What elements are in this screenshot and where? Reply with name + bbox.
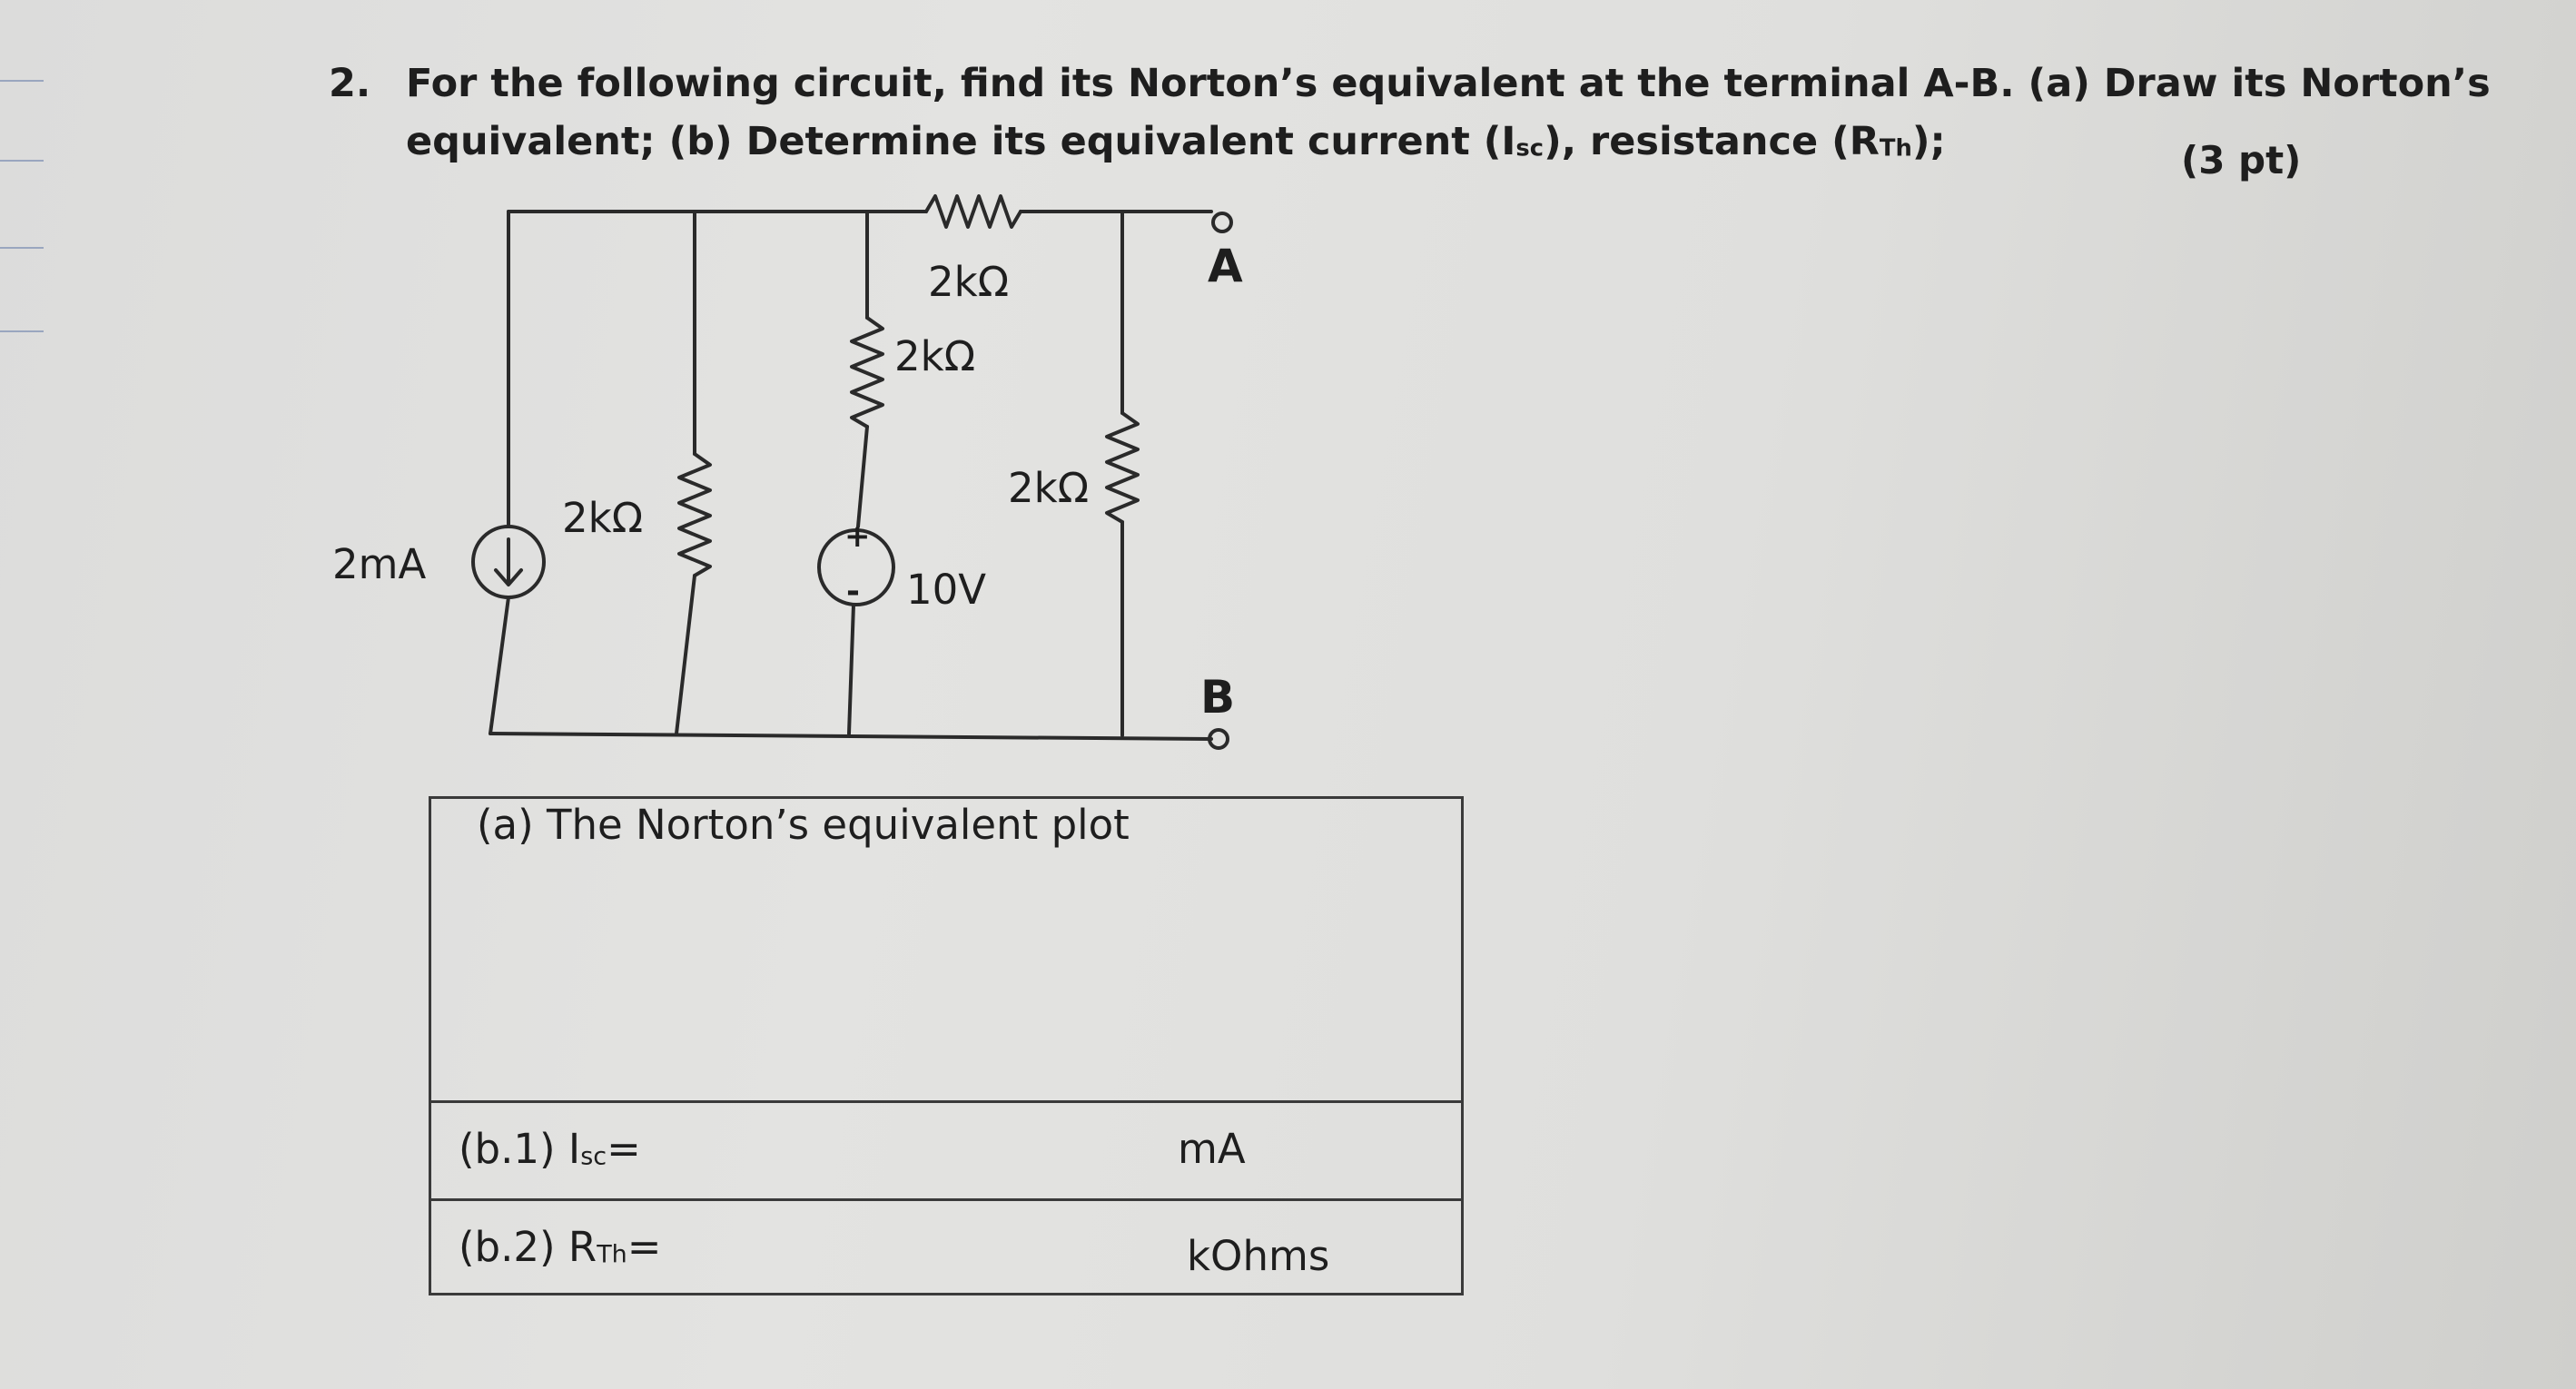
question-number: 2. — [329, 61, 371, 106]
rth-unit: kOhms — [1187, 1232, 1330, 1280]
rth-label: (b.2) RTh= — [459, 1223, 662, 1271]
wire-bottom — [489, 732, 1213, 741]
rth-answer-row[interactable]: (b.2) RTh= kOhms — [431, 1201, 1461, 1299]
binder-rule-line — [0, 247, 44, 249]
isc-answer-row[interactable]: (b.1) Isc= mA — [431, 1103, 1461, 1201]
isc-label: (b.1) Isc= — [459, 1125, 641, 1173]
resistor-top-zigzag — [924, 194, 1022, 229]
answer-table: (a) The Norton’s equivalent plot (b.1) I… — [429, 796, 1464, 1295]
voltage-minus-sign: - — [846, 573, 860, 610]
isc-unit: mA — [1178, 1125, 1246, 1173]
plot-title: (a) The Norton’s equivalent plot — [477, 801, 1130, 849]
terminal-b-label: B — [1200, 671, 1235, 724]
series-resistor-label: 2kΩ — [894, 332, 975, 380]
binder-rule-line — [0, 160, 44, 162]
current-arrow-icon — [494, 537, 523, 586]
question-line-2: equivalent; (b) Determine its equivalent… — [406, 119, 1946, 164]
shunt-resistor-label: 2kΩ — [562, 494, 643, 542]
wire-shunt-lower — [675, 574, 696, 735]
binder-rule-line — [0, 330, 44, 332]
resistor-series-zigzag — [850, 316, 884, 429]
question-line-1: For the following circuit, find its Nort… — [406, 61, 2491, 106]
top-resistor-label: 2kΩ — [928, 258, 1009, 306]
current-source-label: 2mA — [332, 540, 426, 588]
terminal-b-node — [1208, 728, 1229, 750]
resistor-shunt-zigzag — [677, 452, 712, 577]
wire-series-middle — [856, 425, 869, 528]
terminal-a-node — [1211, 212, 1233, 233]
output-resistor-label: 2kΩ — [1008, 464, 1089, 512]
voltage-plus-sign: + — [844, 518, 871, 555]
current-source-circle — [471, 525, 546, 599]
terminal-a-label: A — [1208, 240, 1243, 292]
wire-left-lower — [489, 596, 510, 735]
voltage-source-label: 10V — [906, 566, 986, 614]
resistor-output-zigzag — [1105, 411, 1140, 524]
voltage-source-circle — [817, 528, 895, 606]
points-label: (3 pt) — [2181, 138, 2302, 182]
binder-rule-line — [0, 80, 44, 82]
wire-series-lower — [847, 603, 855, 735]
norton-plot-area[interactable]: (a) The Norton’s equivalent plot — [431, 799, 1461, 1103]
